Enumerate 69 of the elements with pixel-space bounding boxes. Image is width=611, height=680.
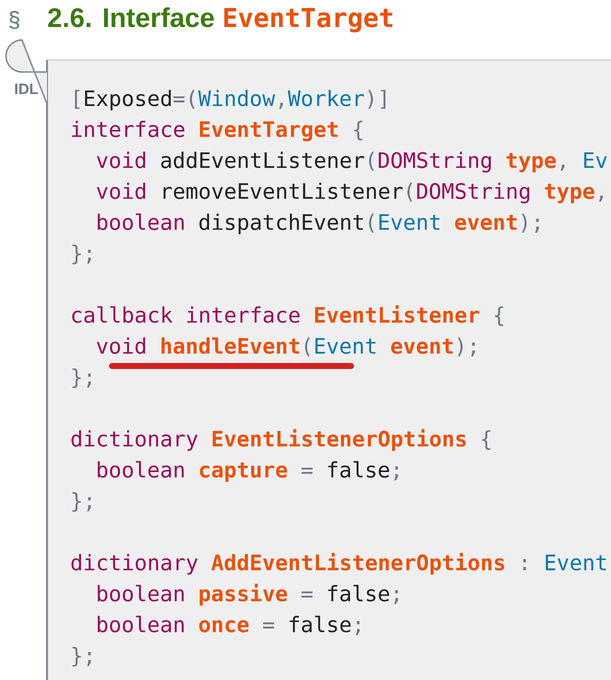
code-token: ( — [305, 337, 310, 356]
code-token: }; — [72, 244, 91, 264]
code-token: AddEventListenerOptions — [211, 552, 504, 575]
heading: 2.6. Interface — [48, 7, 214, 28]
section-sign: § — [9, 11, 20, 29]
code-token: type — [544, 184, 594, 204]
code-token: ( — [369, 152, 374, 171]
code-token: Event — [315, 338, 376, 354]
code-token: boolean — [98, 616, 184, 632]
heading-code: EventTarget — [224, 8, 392, 32]
code-token: = — [302, 592, 312, 598]
code-token: { — [354, 120, 362, 140]
code-token: Event — [379, 214, 440, 230]
code-token: ; — [394, 590, 398, 604]
idl-tab: IDL — [5, 39, 48, 105]
code-token: }; — [72, 368, 91, 388]
code-token: addEventListener — [161, 152, 364, 168]
code-token: false — [328, 584, 390, 602]
code-token: passive — [200, 584, 288, 606]
code-token: handleEvent — [162, 337, 300, 354]
code-token: { — [494, 306, 504, 326]
code-token: once — [199, 620, 249, 632]
code-token: }; — [72, 646, 91, 667]
code-token: ; — [356, 621, 360, 636]
code-token: removeEventListener — [164, 182, 403, 200]
code-token: false — [328, 461, 390, 478]
code-token: dictionary — [71, 430, 198, 451]
code-token: : — [523, 559, 526, 570]
code-token: , — [279, 102, 283, 109]
code-token: boolean — [98, 214, 184, 230]
code-token: void — [96, 152, 146, 168]
code-token: Ev — [584, 152, 607, 168]
code-token: EventListenerOptions — [212, 429, 466, 451]
code-token: false — [290, 616, 351, 632]
code-token: EventTarget — [200, 121, 338, 142]
code-token: event — [391, 338, 453, 354]
code-token: dispatchEvent — [200, 214, 363, 234]
code-token: Event — [546, 554, 606, 570]
code-token: event — [455, 214, 517, 230]
code-token: void — [96, 182, 146, 200]
code-token: , — [560, 164, 564, 171]
code-token: ; — [394, 466, 398, 480]
code-token: ( — [369, 214, 374, 233]
code-token: }; — [72, 492, 91, 512]
code-token: Worker — [288, 90, 364, 106]
code-token: [ — [75, 90, 80, 109]
code-token: Window — [198, 90, 276, 106]
code-token: boolean — [98, 461, 184, 478]
code-token: interface — [187, 306, 300, 323]
code-token: dictionary — [71, 554, 198, 575]
code-token: boolean — [98, 584, 184, 602]
code-token: ( — [407, 182, 412, 202]
code-token: =( — [174, 90, 195, 109]
code-token: = — [302, 468, 312, 474]
code-token: DOMString — [378, 152, 491, 172]
code-token: DOMString — [417, 182, 530, 204]
code-token: void — [96, 337, 146, 354]
code-token: , — [599, 196, 603, 202]
code-token: ); — [522, 214, 539, 233]
code-token: ); — [458, 337, 475, 357]
code-token: capture — [200, 462, 288, 482]
code-token: { — [482, 430, 490, 450]
code-token: Exposed — [85, 90, 171, 110]
code-token: EventListener — [315, 305, 480, 323]
code-token: interface — [72, 120, 184, 138]
code-token: )] — [368, 90, 386, 109]
code-token: callback — [72, 306, 172, 323]
code-token: type — [506, 152, 556, 172]
code-token: = — [263, 622, 274, 628]
